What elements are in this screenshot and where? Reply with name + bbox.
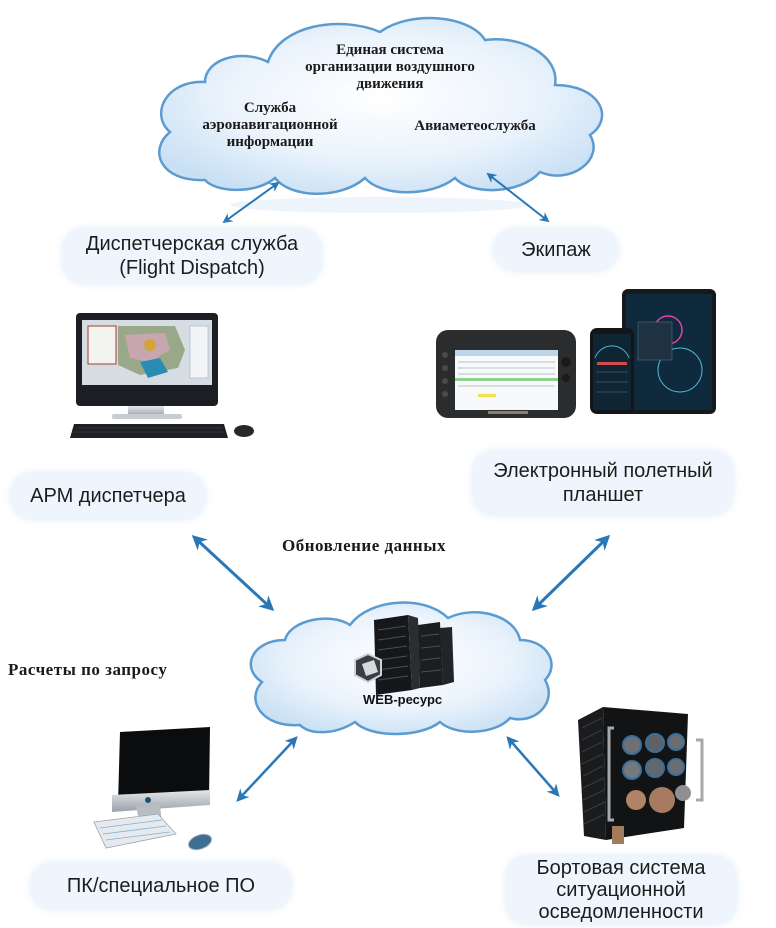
node-efb-line: планшет bbox=[562, 484, 644, 506]
top-cloud-title-line: организации воздушного bbox=[305, 59, 475, 75]
node-onboard-line: Бортовая система bbox=[536, 857, 706, 879]
node-onboard-line: ситуационной bbox=[556, 879, 686, 901]
pc-monitor-icon bbox=[93, 727, 213, 851]
top-cloud-title-line: Единая система bbox=[336, 42, 444, 58]
tablet-devices-icon bbox=[436, 289, 716, 418]
node-dispatch-line: (Flight Dispatch) bbox=[119, 257, 265, 279]
node-dispatch-line: Диспетчерская служба bbox=[85, 233, 299, 255]
caption-data-update: Обновление данных bbox=[282, 536, 446, 555]
top-cloud bbox=[158, 16, 604, 213]
node-crew: Экипаж bbox=[493, 228, 619, 272]
aeronautical-info-service-line: Служба bbox=[243, 100, 297, 116]
arrow-dispatch-top-cloud bbox=[222, 181, 280, 224]
arrow-onboard-center-cloud bbox=[506, 736, 560, 797]
node-electronic-flight-bag: Электронный полетный планшет bbox=[472, 450, 734, 516]
arrow-crew-top-cloud bbox=[486, 172, 550, 223]
web-resource-label: WEB-ресурс bbox=[363, 692, 443, 707]
node-dispatcher-workstation: АРМ диспетчера bbox=[10, 472, 206, 520]
desktop-computer-icon bbox=[70, 313, 254, 438]
node-efb-line: Электронный полетный bbox=[493, 460, 713, 482]
node-onboard-line: осведомленности bbox=[538, 901, 704, 923]
top-cloud-title: Единая система организации воздушного дв… bbox=[290, 42, 490, 93]
node-dispatch: Диспетчерская служба (Flight Dispatch) bbox=[62, 228, 322, 284]
aeronautical-info-service-line: аэронавигационной bbox=[202, 117, 338, 133]
node-onboard-system: Бортовая система ситуационной осведомлен… bbox=[505, 855, 737, 925]
caption-on-request: Расчеты по запросу bbox=[8, 660, 168, 679]
arrow-pc-center-cloud bbox=[236, 736, 298, 802]
arrows bbox=[191, 172, 611, 802]
server-rack-icon bbox=[354, 615, 454, 695]
top-cloud-title-line: движения bbox=[356, 76, 424, 92]
aviation-weather-service: Авиаметеослужба bbox=[414, 118, 536, 134]
aeronautical-info-service-line: информации bbox=[226, 134, 314, 150]
arrow-efb-center-cloud bbox=[531, 534, 611, 612]
arrow-workstation-center-cloud bbox=[191, 534, 275, 612]
node-pc-software: ПК/специальное ПО bbox=[30, 862, 292, 910]
avionics-unit-icon bbox=[578, 707, 704, 844]
aeronautical-info-service: Служба аэронавигационной информации bbox=[180, 100, 360, 151]
